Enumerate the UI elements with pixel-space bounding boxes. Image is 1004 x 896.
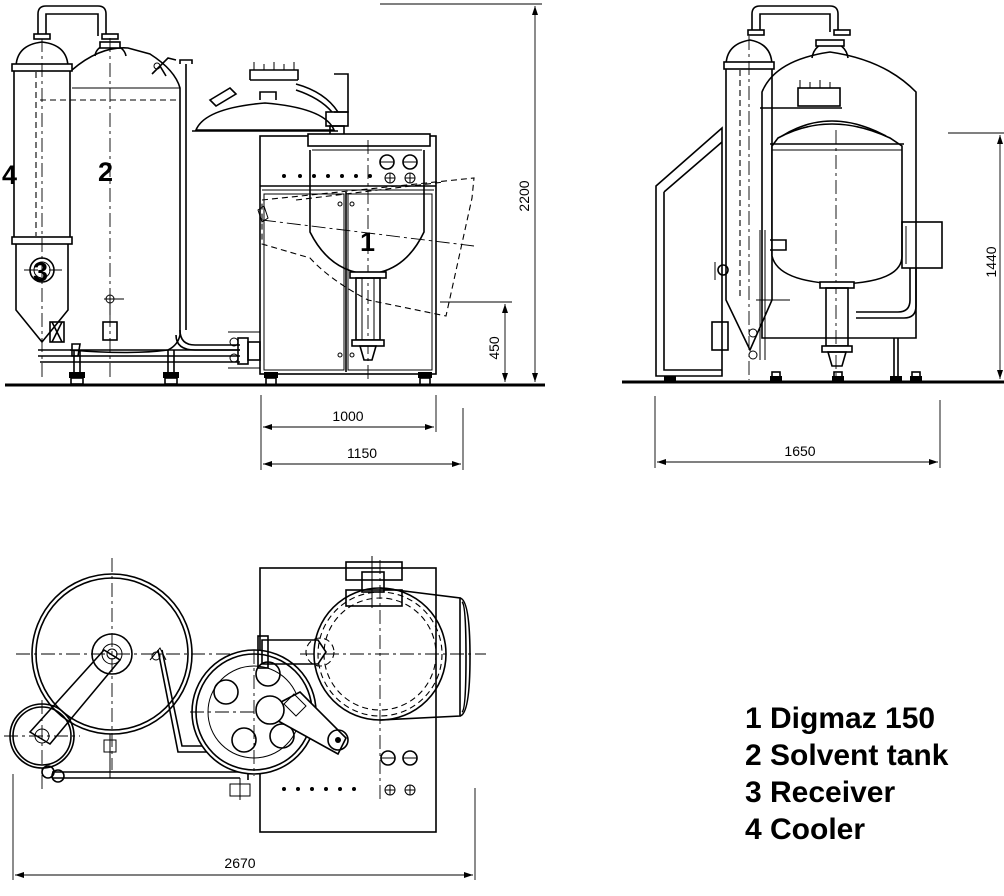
top-extractor-vessel	[257, 556, 486, 800]
legend: 1 Digmaz 150 2 Solvent tank 3 Receiver 4…	[745, 700, 948, 848]
front-housing-feet	[264, 372, 432, 386]
front-lid-crane	[192, 62, 349, 137]
top-control-panel	[282, 750, 418, 796]
legend-item-1: 1 Digmaz 150	[745, 702, 936, 735]
top-tilt-arm	[255, 691, 349, 756]
side-frame	[655, 80, 882, 377]
front-tank-legs	[69, 350, 179, 385]
dim-1150	[263, 408, 464, 470]
top-solvent-tank	[16, 558, 238, 770]
dim-450	[440, 301, 512, 382]
callout-2: 2	[98, 157, 113, 187]
cooler-column	[11, 38, 73, 380]
dim-1650	[654, 396, 941, 468]
side-solvent-tank	[761, 39, 917, 339]
dim-1000	[260, 395, 437, 470]
legend-item-3: 3 Receiver	[745, 776, 896, 809]
dim-2670	[12, 774, 476, 880]
side-view: 1440 1650	[622, 5, 1004, 468]
solvent-tank	[40, 38, 181, 380]
extractor-tilted	[257, 177, 475, 317]
dim-1440-label: 1440	[983, 246, 999, 277]
dim-1150-label: 1150	[347, 445, 377, 461]
dim-450-label: 450	[486, 336, 502, 360]
dim-2200	[380, 3, 542, 382]
side-legs	[664, 338, 922, 381]
extractor-housing	[259, 133, 437, 375]
side-vapor-pipe	[747, 5, 851, 36]
extractor-vessel	[309, 140, 425, 380]
front-view: 4 2 3 1 2200 450 1000 1150	[2, 3, 545, 470]
callout-1: 1	[360, 227, 375, 257]
top-view: 2670	[4, 556, 486, 880]
vapor-pipe	[33, 5, 119, 40]
dim-1650-label: 1650	[784, 443, 815, 459]
callout-3: 3	[33, 257, 48, 287]
legend-item-2: 2 Solvent tank	[745, 739, 949, 772]
dim-1440	[948, 132, 1004, 379]
legend-item-4: 4 Cooler	[745, 813, 866, 846]
callout-4: 4	[2, 160, 17, 190]
front-pipework	[38, 59, 261, 369]
side-pipework	[711, 230, 790, 360]
side-cooler	[723, 36, 775, 380]
side-extractor-vessel	[770, 120, 943, 376]
dim-2670-label: 2670	[224, 855, 255, 871]
dim-1000-label: 1000	[332, 408, 363, 424]
dim-2200-label: 2200	[516, 180, 532, 211]
